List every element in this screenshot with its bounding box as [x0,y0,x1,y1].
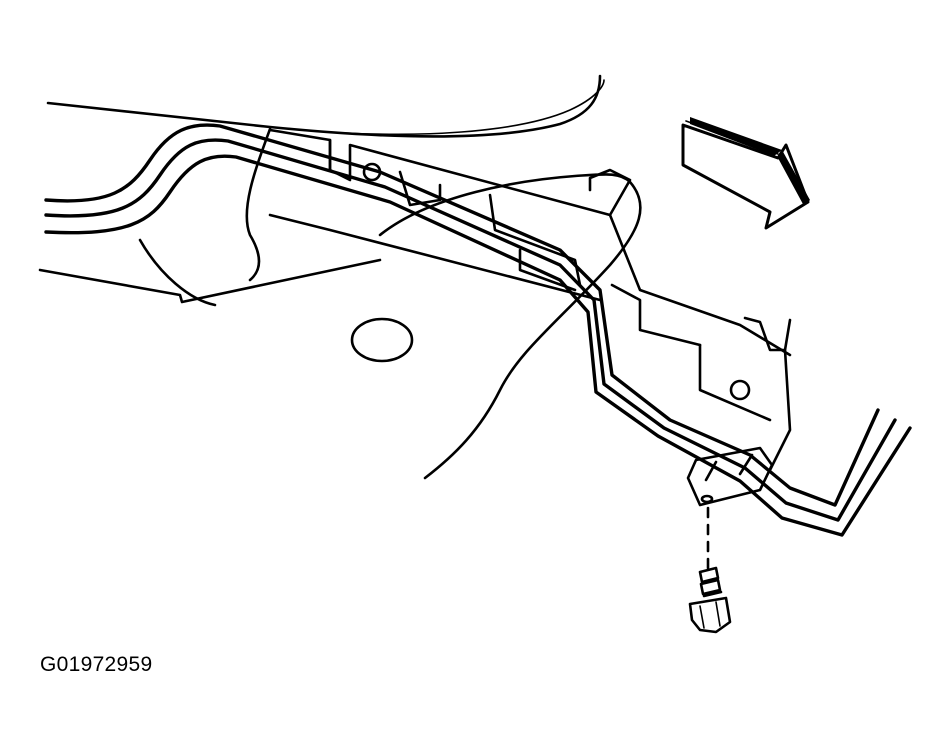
pipe-bundle [44,123,912,537]
figure-id-label: G01972959 [40,653,153,676]
cutaway-outline [378,173,642,480]
frame-rail [268,128,792,472]
bolt-icon [688,566,732,634]
body-panel-outline [38,74,605,304]
floor-panel-outline [138,127,272,307]
access-hole [350,317,414,363]
arrow-right-icon [681,117,810,230]
pipe-retaining-clip [686,446,774,507]
